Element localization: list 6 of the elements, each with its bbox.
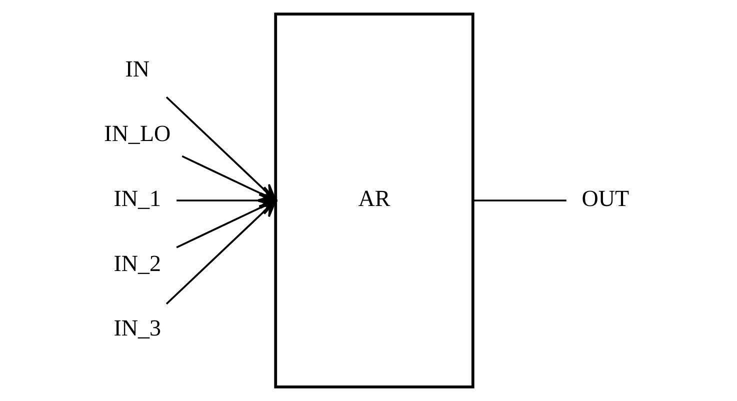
node-text: IN_1 xyxy=(114,184,162,211)
node-text: IN xyxy=(125,55,150,82)
node-text: IN_LO xyxy=(104,120,171,146)
node-text: IN_3 xyxy=(114,314,162,341)
node-text: OUT xyxy=(582,184,630,211)
node-text: IN_2 xyxy=(114,250,162,276)
